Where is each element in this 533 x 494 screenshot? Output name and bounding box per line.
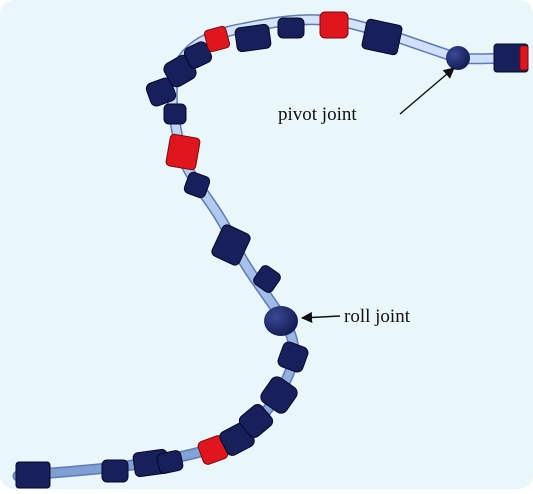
module-block bbox=[102, 460, 128, 482]
module-block-red bbox=[320, 12, 348, 38]
module-block bbox=[234, 24, 271, 52]
module-block-red bbox=[165, 134, 200, 171]
end-block-left bbox=[16, 462, 50, 488]
roll-joint-label: roll joint bbox=[344, 306, 411, 327]
module-block bbox=[164, 104, 186, 124]
roll-joint-hub bbox=[264, 306, 298, 336]
pivot-joint-label: pivot joint bbox=[278, 104, 357, 125]
module-block bbox=[278, 18, 304, 38]
pivot-joint-hub bbox=[446, 46, 470, 70]
module-block bbox=[156, 450, 184, 475]
end-block-cap-red bbox=[520, 46, 528, 70]
